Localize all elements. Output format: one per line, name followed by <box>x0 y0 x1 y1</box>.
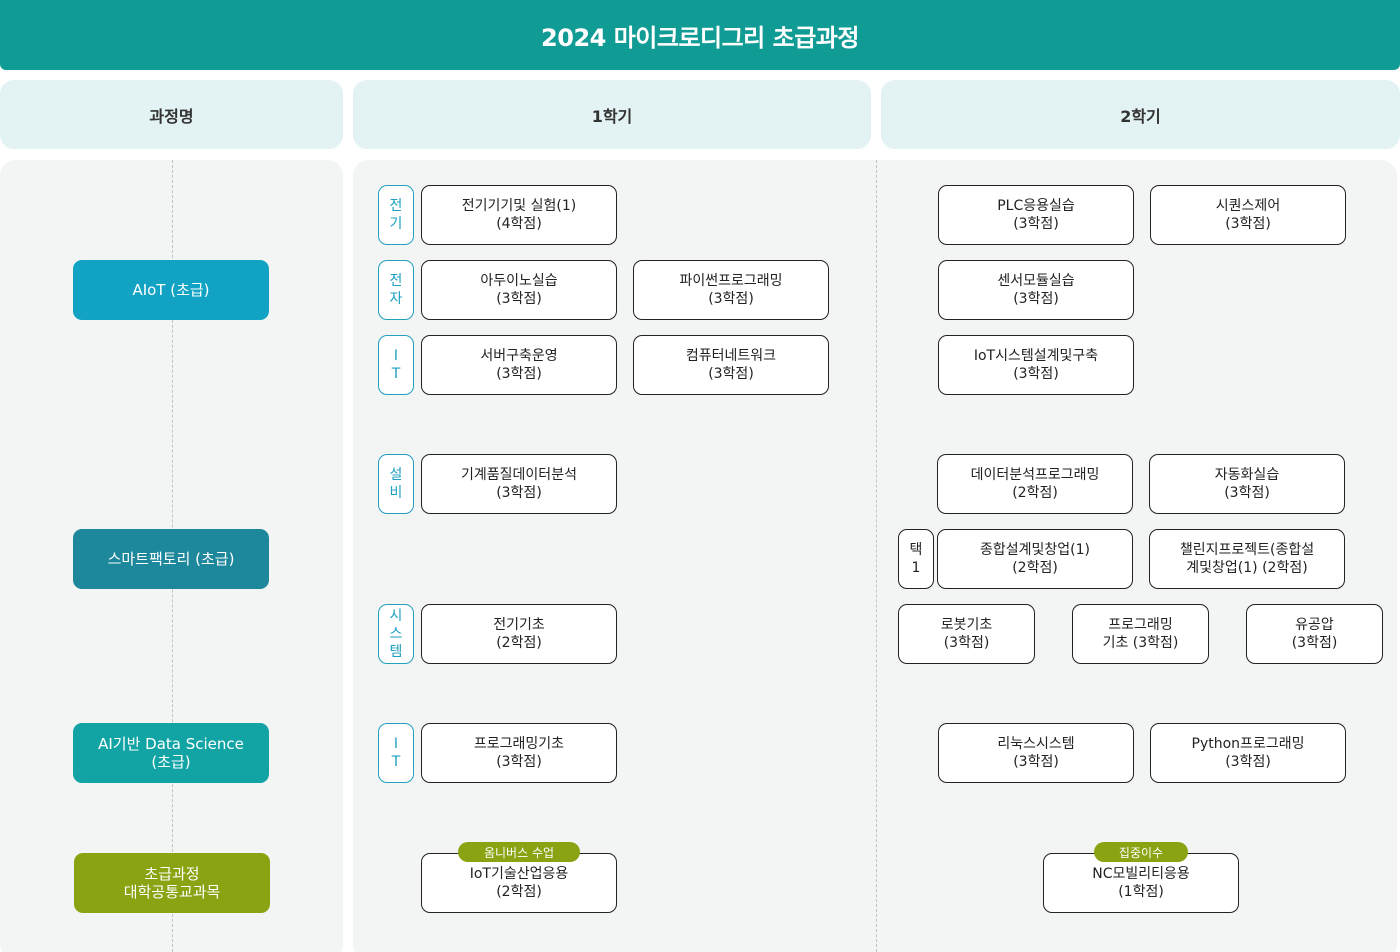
course-data-analysis: 데이터분석프로그래밍 (2학점) <box>937 454 1133 514</box>
tag-facility: 설 비 <box>378 454 414 514</box>
course-iot-industry: IoT기술산업응용 (2학점) <box>421 853 617 913</box>
course-programming-basic-2: 프로그래밍 기초 (3학점) <box>1072 604 1209 664</box>
category-common: 초급과정 대학공통교과목 <box>74 853 270 913</box>
tag-electric: 전 기 <box>378 185 414 245</box>
course-linux: 리눅스시스템 (3학점) <box>938 723 1134 783</box>
category-smart-factory: 스마트팩토리 (초급) <box>73 529 269 589</box>
course-nc-mobility: NC모빌리티응용 (1학점) <box>1043 853 1239 913</box>
course-python-programming: 파이썬프로그래밍 (3학점) <box>633 260 829 320</box>
column-header-course-name: 과정명 <box>0 80 343 149</box>
course-plc: PLC응용실습 (3학점) <box>938 185 1134 245</box>
badge-intensive: 집중이수 <box>1094 842 1188 862</box>
tag-system: 시 스 템 <box>378 604 414 664</box>
tag-it: I T <box>378 335 414 395</box>
page-header: 2024 마이크로디그리 초급과정 <box>0 0 1400 70</box>
badge-omnibus: 옴니버스 수업 <box>458 842 580 862</box>
category-aiot: AIoT (초급) <box>73 260 269 320</box>
tag-electronic: 전 자 <box>378 260 414 320</box>
tag-elective: 택 1 <box>898 529 934 589</box>
column-header-semester2: 2학기 <box>881 80 1400 149</box>
course-electric-basic: 전기기초 (2학점) <box>421 604 617 664</box>
course-server: 서버구축운영 (3학점) <box>421 335 617 395</box>
course-robot-basic: 로봇기초 (3학점) <box>898 604 1035 664</box>
course-hydraulics: 유공압 (3학점) <box>1246 604 1383 664</box>
semester-divider <box>876 160 877 952</box>
course-electric-machines: 전기기기및 실험(1) (4학점) <box>421 185 617 245</box>
course-sensor-module: 센서모듈실습 (3학점) <box>938 260 1134 320</box>
course-python-2: Python프로그래밍 (3학점) <box>1150 723 1346 783</box>
course-challenge-project: 챌린지프로젝트(종합설 계및창업(1) (2학점) <box>1149 529 1345 589</box>
course-quality-data: 기계품질데이터분석 (3학점) <box>421 454 617 514</box>
course-automation: 자동화실습 (3학점) <box>1149 454 1345 514</box>
page-title: 2024 마이크로디그리 초급과정 <box>541 23 859 52</box>
course-computer-network: 컴퓨터네트워크 (3학점) <box>633 335 829 395</box>
column-header-semester1: 1학기 <box>353 80 871 149</box>
course-sequence-control: 시퀀스제어 (3학점) <box>1150 185 1346 245</box>
course-iot-system: IoT시스템설계및구축 (3학점) <box>938 335 1134 395</box>
course-programming-basic: 프로그래밍기초 (3학점) <box>421 723 617 783</box>
category-ai-data-science: AI기반 Data Science (초급) <box>73 723 269 783</box>
tag-it-2: I T <box>378 723 414 783</box>
course-capstone: 종합설계및창업(1) (2학점) <box>937 529 1133 589</box>
course-arduino: 아두이노실습 (3학점) <box>421 260 617 320</box>
